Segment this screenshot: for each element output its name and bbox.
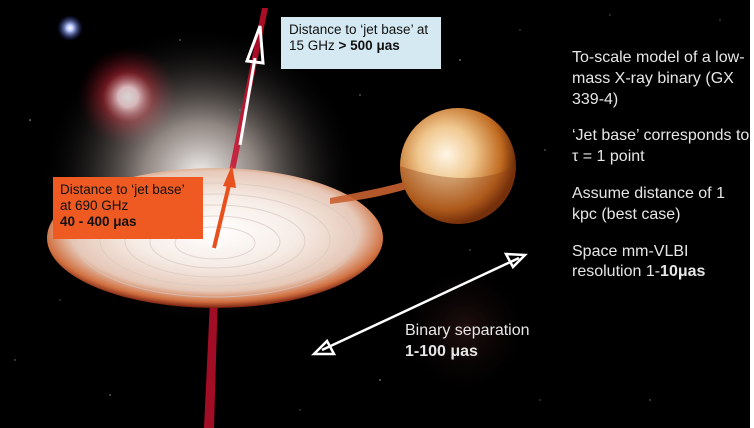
blue-star-glow	[57, 15, 83, 41]
nebula-glow	[395, 260, 535, 400]
callout-15ghz-prefix: 15 GHz	[289, 38, 339, 54]
companion-star	[400, 108, 516, 224]
callout-15ghz-line2: 15 GHz > 500 μas	[289, 38, 433, 54]
note-resolution: Space mm-VLBI resolution 1-10μas	[572, 242, 750, 284]
notes-panel: To-scale model of a low-mass X-ray binar…	[572, 48, 750, 299]
mass-transfer-stream	[330, 180, 410, 204]
note-distance: Assume distance of 1 kpc (best case)	[572, 184, 725, 223]
note-resolution-value: 10μas	[660, 263, 706, 281]
callout-690ghz-value: 40 - 400 μas	[60, 214, 137, 230]
arrow-15ghz-head	[244, 25, 265, 65]
disk-rings	[74, 182, 356, 298]
arrow-690ghz-head	[223, 165, 236, 188]
callout-690ghz: Distance to ‘jet base’ at 690 GHz 40 - 4…	[53, 177, 203, 239]
separation-label: Binary separation 1-100 μas	[405, 321, 530, 363]
callout-690ghz-line2: at 690 GHz	[60, 198, 129, 214]
callout-690ghz-line1: Distance to ‘jet base’	[60, 182, 185, 197]
arrow-15ghz-shaft	[238, 57, 257, 146]
separation-arrow-head-right	[503, 252, 528, 270]
separation-value: 1-100 μas	[405, 342, 478, 360]
separation-label-text: Binary separation	[405, 322, 530, 339]
callout-15ghz: Distance to ‘jet base’ at 15 GHz > 500 μ…	[281, 17, 441, 69]
note-resolution-prefix: Space mm-VLBI resolution 1-	[572, 242, 689, 281]
starfield	[14, 14, 721, 411]
companion-shadow	[400, 166, 516, 224]
arrow-690ghz-shaft	[212, 184, 231, 249]
callout-15ghz-value: > 500 μas	[338, 38, 400, 54]
separation-arrow-shaft	[321, 256, 520, 352]
note-jet-base: ‘Jet base’ corresponds to τ = 1 point	[572, 127, 750, 166]
separation-arrow-head-left	[310, 338, 337, 356]
note-model: To-scale model of a low-mass X-ray binar…	[572, 49, 745, 108]
callout-15ghz-line1: Distance to ‘jet base’ at	[289, 22, 429, 37]
